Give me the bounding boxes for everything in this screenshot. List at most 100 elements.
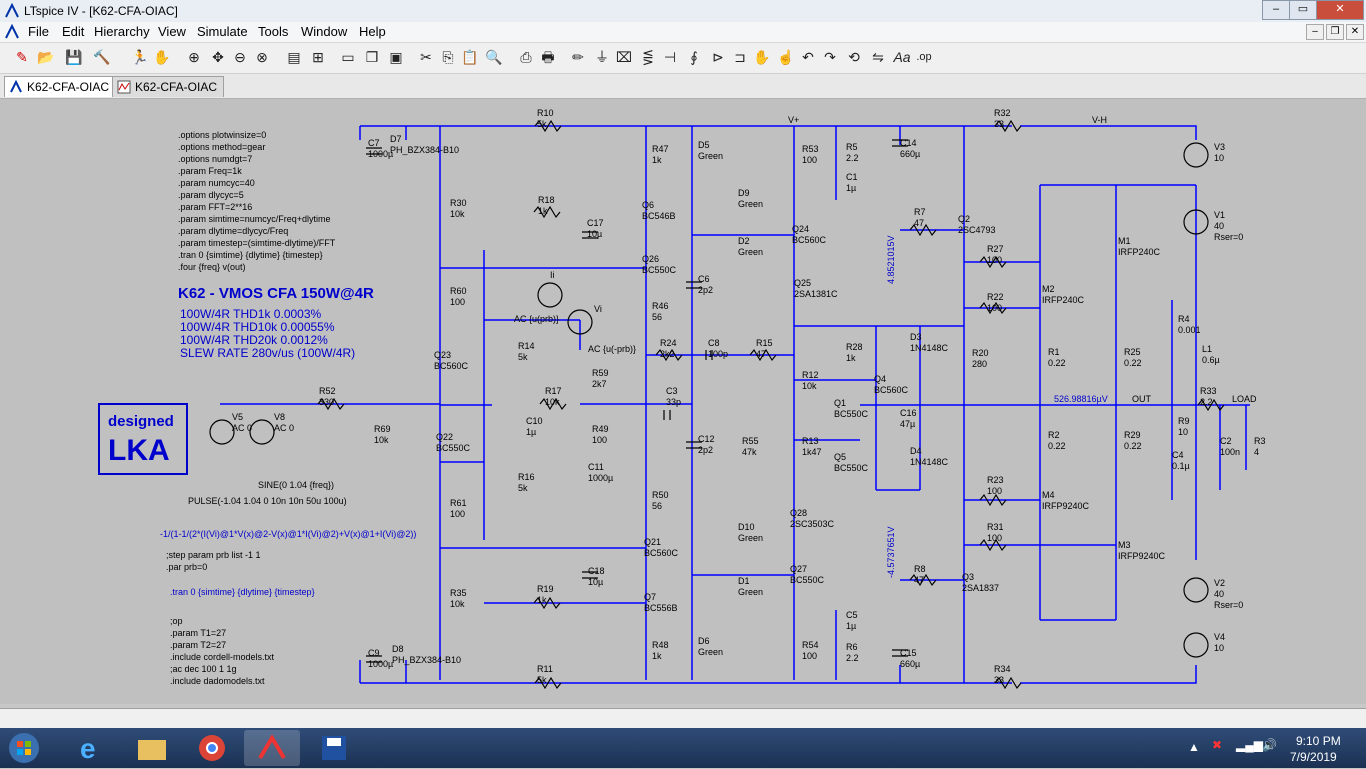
component-ref-q21[interactable]: Q21 <box>644 537 661 547</box>
component-ref-r7[interactable]: R7 <box>914 207 926 217</box>
component-value[interactable]: 1µ <box>846 183 856 193</box>
component-value[interactable]: 10k <box>545 397 560 407</box>
mdi-minimize-button[interactable]: – <box>1306 24 1324 40</box>
component-value[interactable]: 47 <box>914 575 924 585</box>
component-value[interactable]: BC560C <box>644 548 679 558</box>
component-ref-q4[interactable]: Q4 <box>874 374 886 384</box>
component-ref-r32[interactable]: R32 <box>994 108 1011 118</box>
component-value[interactable]: Green <box>738 587 763 597</box>
component-ref-r50[interactable]: R50 <box>652 490 669 500</box>
component-value[interactable]: 5k <box>518 483 528 493</box>
component-ref-r4[interactable]: R4 <box>1178 314 1190 324</box>
component-ref-r15[interactable]: R15 <box>756 338 773 348</box>
component-value[interactable]: BC560C <box>434 361 469 371</box>
component-value[interactable]: 0.22 <box>1048 358 1066 368</box>
drag-icon[interactable]: ☝ <box>777 49 795 65</box>
component-ref-r53[interactable]: R53 <box>802 144 819 154</box>
component-ref-r49[interactable]: R49 <box>592 424 609 434</box>
banner-line[interactable]: 100W/4R THD10k 0.00055% <box>180 320 335 334</box>
component-value[interactable]: 100 <box>987 255 1002 265</box>
inductor-icon[interactable]: ∮ <box>690 49 698 65</box>
grid-icon[interactable]: ⊞ <box>312 49 324 65</box>
component-value[interactable]: 1µ <box>846 621 856 631</box>
component-ref-r24[interactable]: R24 <box>660 338 677 348</box>
component-ref-v4[interactable]: V4 <box>1214 632 1225 642</box>
component-value[interactable]: AC 0 <box>232 423 252 433</box>
component-value[interactable]: 2k2 <box>660 349 675 359</box>
component-ref-c5[interactable]: C5 <box>846 610 858 620</box>
component-ref-d3[interactable]: D3 <box>910 332 922 342</box>
mdi-restore-button[interactable]: ❐ <box>1326 24 1344 40</box>
component-ref-r10[interactable]: R10 <box>537 108 554 118</box>
component-ref-d6[interactable]: D6 <box>698 636 710 646</box>
component-ref-r55[interactable]: R55 <box>742 436 759 446</box>
component-value[interactable]: 47 <box>914 218 924 228</box>
component-value[interactable]: 47µ <box>900 419 915 429</box>
component-value[interactable]: BC550C <box>834 409 869 419</box>
autorange-icon[interactable]: ▤ <box>287 49 301 65</box>
source-text[interactable]: PULSE(-1.04 1.04 0 10n 10n 50u 100u) <box>188 496 347 506</box>
component-ref-r69[interactable]: R69 <box>374 424 391 434</box>
component-value[interactable]: BC550C <box>834 463 869 473</box>
component-value[interactable]: BC550C <box>642 265 677 275</box>
component-ref-r14[interactable]: R14 <box>518 341 535 351</box>
component-ref-r1[interactable]: R1 <box>1048 347 1060 357</box>
component-ref-vi[interactable]: Vi <box>594 304 602 314</box>
directive-text[interactable]: .include dadomodels.txt <box>170 676 265 686</box>
component-value[interactable]: 660µ <box>900 149 920 159</box>
component-value[interactable]: PH_BZX384-B10 <box>392 655 461 665</box>
component-value[interactable]: 1N4148C <box>910 457 949 467</box>
volume-icon[interactable]: 🔊 <box>1262 738 1277 752</box>
component-value[interactable]: BC550C <box>436 443 471 453</box>
component-value[interactable]: 100p <box>708 349 728 359</box>
component-value[interactable]: 1N4148C <box>910 343 949 353</box>
component-ref-v2[interactable]: V2 <box>1214 578 1225 588</box>
print-icon[interactable]: 🖶 <box>541 49 555 65</box>
component-value[interactable]: AC 0 <box>274 423 294 433</box>
component-value[interactable]: 100n <box>1220 447 1240 457</box>
component-value[interactable]: 10k <box>450 209 465 219</box>
component-ref-m4[interactable]: M4 <box>1042 490 1055 500</box>
component-value[interactable]: 10k <box>450 599 465 609</box>
capacitor-icon[interactable]: ⊣ <box>663 49 677 65</box>
component-ref-c1[interactable]: C1 <box>846 172 858 182</box>
component-value[interactable]: BC560C <box>874 385 909 395</box>
component-value[interactable]: 5k <box>518 352 528 362</box>
component-value[interactable]: Green <box>738 533 763 543</box>
component-ref-r29[interactable]: R29 <box>1124 430 1141 440</box>
component-ref-ii[interactable]: Ii <box>550 270 555 280</box>
component-ref-c4[interactable]: C4 <box>1172 450 1184 460</box>
component-value[interactable]: BC546B <box>642 211 676 221</box>
directive-text[interactable]: .four {freq} v(out) <box>178 262 246 272</box>
bias-voltage-pos[interactable]: 4.8521015V <box>886 235 896 284</box>
mdi-close-button[interactable]: ✕ <box>1346 24 1364 40</box>
component-value[interactable]: 100 <box>987 486 1002 496</box>
directive-text[interactable]: .param T1=27 <box>170 628 226 638</box>
menu-hierarchy[interactable]: Hierarchy <box>94 24 150 39</box>
directive-text[interactable]: .options plotwinsize=0 <box>178 130 266 140</box>
component-ref-d7[interactable]: D7 <box>390 134 402 144</box>
component-value[interactable]: 280 <box>972 359 987 369</box>
component-ref-r28[interactable]: R28 <box>846 342 863 352</box>
component-value[interactable]: 56 <box>652 501 662 511</box>
tran-directive[interactable]: .tran 0 {simtime} {dlytime} {timestep} <box>170 587 315 597</box>
halt-icon[interactable]: ✋ <box>153 49 171 65</box>
component-ref-d1[interactable]: D1 <box>738 576 750 586</box>
menu-edit[interactable]: Edit <box>62 24 85 39</box>
tile-horizontal-icon[interactable]: ▭ <box>341 49 355 65</box>
component-ref-l1[interactable]: L1 <box>1202 344 1212 354</box>
component-ref-r6[interactable]: R6 <box>846 642 858 652</box>
zoom-out-icon[interactable]: ⊖ <box>234 49 246 65</box>
component-ref-c12[interactable]: C12 <box>698 434 715 444</box>
component-ref-d9[interactable]: D9 <box>738 188 750 198</box>
source-text[interactable]: AC {u(-prb)} <box>588 344 636 354</box>
component-ref-r2[interactable]: R2 <box>1048 430 1060 440</box>
directive-text[interactable]: .param dlytime=dlycyc/Freq <box>178 226 288 236</box>
component-ref-c11[interactable]: C11 <box>588 462 604 472</box>
save-app-button[interactable] <box>306 730 362 766</box>
close-window-icon[interactable]: ▣ <box>389 49 403 65</box>
component-value[interactable]: 10 <box>1214 153 1224 163</box>
show-hidden-icons[interactable]: ▲ <box>1188 740 1200 754</box>
component-ref-r9[interactable]: R9 <box>1178 416 1190 426</box>
schematic-canvas[interactable]: .options plotwinsize=0 .options method=g… <box>0 99 1366 704</box>
